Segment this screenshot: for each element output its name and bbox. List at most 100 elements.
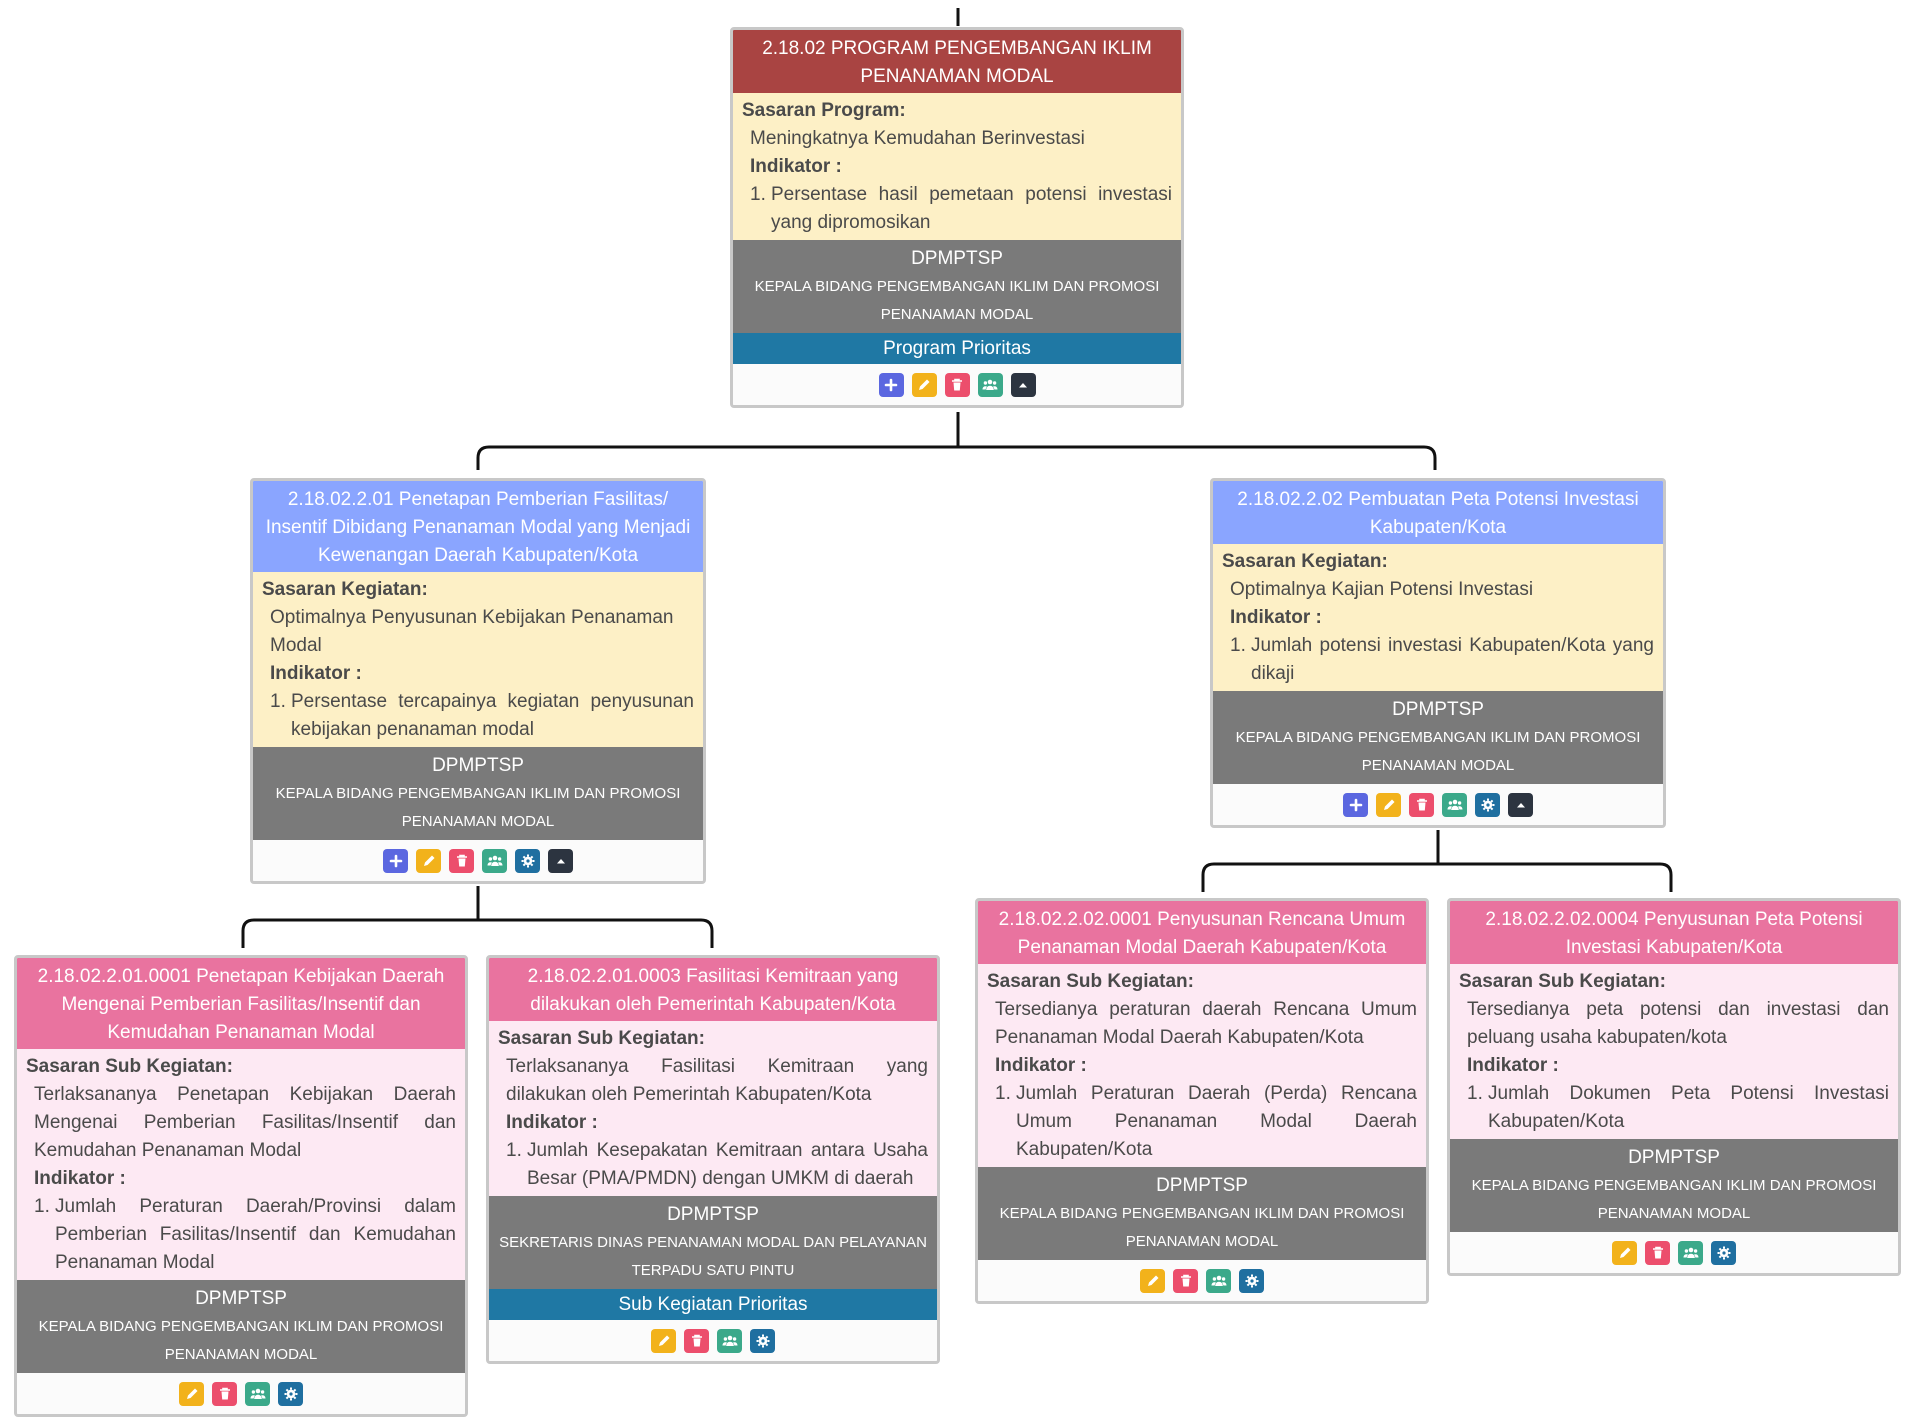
kegiatan-body: Sasaran Kegiatan: Optimalnya Penyusunan … <box>253 572 703 747</box>
org-position: KEPALA BIDANG PENGEMBANGAN IKLIM DAN PRO… <box>1235 729 1641 774</box>
sub-kegiatan-target-label: Sasaran Sub Kegiatan: <box>26 1056 233 1077</box>
sub-kegiatan-target: Terlaksananya Penetapan Kebijakan Daerah… <box>34 1084 456 1161</box>
sub-kegiatan-target: Terlaksananya Fasilitasi Kemitraan yang … <box>506 1056 928 1105</box>
pencil-icon[interactable] <box>1140 1269 1165 1293</box>
users-icon[interactable] <box>717 1329 742 1353</box>
sub-kegiatan-org: DPMPTSP KEPALA BIDANG PENGEMBANGAN IKLIM… <box>1450 1139 1898 1232</box>
sub-kegiatan-node-0101: 2.18.02.2.01.0001 Penetapan Kebijakan Da… <box>14 955 468 1417</box>
program-indicator-item: 1. Persentase hasil pemetaan potensi inv… <box>733 181 1181 237</box>
pencil-icon[interactable] <box>1612 1241 1637 1265</box>
kegiatan-target: Optimalnya Penyusunan Kebijakan Penanama… <box>270 607 674 656</box>
trash-icon[interactable] <box>684 1329 709 1353</box>
indicator-text: Jumlah Dokumen Peta Potensi Investasi Ka… <box>1488 1083 1889 1132</box>
kegiatan-indicator-item: 1. Jumlah potensi investasi Kabupaten/Ko… <box>1213 632 1663 688</box>
sub-kegiatan-org: DPMPTSP SEKRETARIS DINAS PENANAMAN MODAL… <box>489 1196 937 1289</box>
kegiatan-indicator-label: Indikator : <box>270 663 362 684</box>
sub-kegiatan-target: Tersedianya peraturan daerah Rencana Umu… <box>995 999 1417 1048</box>
sub-kegiatan-actions <box>489 1320 937 1361</box>
pencil-icon[interactable] <box>651 1329 676 1353</box>
org-name: DPMPTSP <box>432 755 524 776</box>
org-name: DPMPTSP <box>1628 1147 1720 1168</box>
trash-icon[interactable] <box>449 849 474 873</box>
plus-icon[interactable] <box>878 373 904 397</box>
kegiatan-indicator-label: Indikator : <box>1230 607 1322 628</box>
kegiatan-org: DPMPTSP KEPALA BIDANG PENGEMBANGAN IKLIM… <box>1213 691 1663 784</box>
sub-kegiatan-node-0204: 2.18.02.2.02.0004 Penyusunan Peta Potens… <box>1447 898 1901 1276</box>
trash-icon[interactable] <box>1645 1241 1670 1265</box>
sub-kegiatan-indicator-label: Indikator : <box>506 1112 598 1133</box>
pencil-icon[interactable] <box>911 373 937 397</box>
gear-icon[interactable] <box>515 849 540 873</box>
users-icon[interactable] <box>482 849 507 873</box>
caret-up-icon[interactable] <box>1010 373 1036 397</box>
users-icon[interactable] <box>1206 1269 1231 1293</box>
sub-kegiatan-body: Sasaran Sub Kegiatan: Terlaksananya Fasi… <box>489 1021 937 1196</box>
sub-kegiatan-org: DPMPTSP KEPALA BIDANG PENGEMBANGAN IKLIM… <box>17 1280 465 1373</box>
trash-icon[interactable] <box>212 1382 237 1406</box>
program-target-label: Sasaran Program: <box>742 100 906 121</box>
org-position: KEPALA BIDANG PENGEMBANGAN IKLIM DAN PRO… <box>38 1318 444 1363</box>
indicator-number: 1. <box>750 184 766 205</box>
connector-program-to-kegiatan <box>476 412 1437 470</box>
sub-kegiatan-actions <box>17 1373 465 1414</box>
plus-icon[interactable] <box>1343 793 1368 817</box>
indicator-number: 1. <box>1467 1083 1483 1104</box>
sub-kegiatan-title: 2.18.02.2.01.0001 Penetapan Kebijakan Da… <box>17 958 465 1049</box>
program-title: 2.18.02 PROGRAM PENGEMBANGAN IKLIM PENAN… <box>733 30 1181 93</box>
kegiatan-node-01: 2.18.02.2.01 Penetapan Pemberian Fasilit… <box>250 478 706 884</box>
indicator-number: 1. <box>270 691 286 712</box>
kegiatan-node-02: 2.18.02.2.02 Pembuatan Peta Potensi Inve… <box>1210 478 1666 828</box>
users-icon[interactable] <box>977 373 1003 397</box>
gear-icon[interactable] <box>1711 1241 1736 1265</box>
sub-kegiatan-body: Sasaran Sub Kegiatan: Tersedianya peratu… <box>978 964 1426 1167</box>
sub-kegiatan-target-label: Sasaran Sub Kegiatan: <box>987 971 1194 992</box>
sub-kegiatan-node-0201: 2.18.02.2.02.0001 Penyusunan Rencana Umu… <box>975 898 1429 1304</box>
kegiatan-org: DPMPTSP KEPALA BIDANG PENGEMBANGAN IKLIM… <box>253 747 703 840</box>
trash-icon[interactable] <box>1409 793 1434 817</box>
indicator-text: Jumlah potensi investasi Kabupaten/Kota … <box>1251 635 1654 684</box>
trash-icon[interactable] <box>1173 1269 1198 1293</box>
kegiatan-target: Optimalnya Kajian Potensi Investasi <box>1230 579 1534 600</box>
users-icon[interactable] <box>1442 793 1467 817</box>
org-name: DPMPTSP <box>1392 699 1484 720</box>
indicator-number: 1. <box>34 1196 50 1217</box>
kegiatan-actions <box>253 840 703 881</box>
org-position: KEPALA BIDANG PENGEMBANGAN IKLIM DAN PRO… <box>754 278 1160 323</box>
sub-kegiatan-indicator-item: 1. Jumlah Peraturan Daerah (Perda) Renca… <box>978 1080 1426 1164</box>
users-icon[interactable] <box>1678 1241 1703 1265</box>
sub-kegiatan-actions <box>978 1260 1426 1301</box>
program-node: 2.18.02 PROGRAM PENGEMBANGAN IKLIM PENAN… <box>730 27 1184 408</box>
org-name: DPMPTSP <box>667 1204 759 1225</box>
connector-k02-to-sub <box>1201 830 1673 892</box>
connector-k01-to-sub <box>241 886 714 948</box>
indicator-number: 1. <box>506 1140 522 1161</box>
sub-kegiatan-org: DPMPTSP KEPALA BIDANG PENGEMBANGAN IKLIM… <box>978 1167 1426 1260</box>
kegiatan-body: Sasaran Kegiatan: Optimalnya Kajian Pote… <box>1213 544 1663 691</box>
program-org: DPMPTSP KEPALA BIDANG PENGEMBANGAN IKLIM… <box>733 240 1181 333</box>
gear-icon[interactable] <box>278 1382 303 1406</box>
trash-icon[interactable] <box>944 373 970 397</box>
indicator-text: Persentase tercapainya kegiatan penyusun… <box>291 691 694 740</box>
gear-icon[interactable] <box>1475 793 1500 817</box>
pencil-icon[interactable] <box>1376 793 1401 817</box>
kegiatan-indicator-item: 1. Persentase tercapainya kegiatan penyu… <box>253 688 703 744</box>
users-icon[interactable] <box>245 1382 270 1406</box>
gear-icon[interactable] <box>750 1329 775 1353</box>
caret-up-icon[interactable] <box>548 849 573 873</box>
caret-up-icon[interactable] <box>1508 793 1533 817</box>
pencil-icon[interactable] <box>416 849 441 873</box>
sub-kegiatan-indicator-item: 1. Jumlah Kesepakatan Kemitraan antara U… <box>489 1137 937 1193</box>
sub-kegiatan-target: Tersedianya peta potensi dan investasi d… <box>1467 999 1889 1048</box>
pencil-icon[interactable] <box>179 1382 204 1406</box>
plus-icon[interactable] <box>383 849 408 873</box>
indicator-text: Jumlah Peraturan Daerah/Provinsi dalam P… <box>55 1196 456 1273</box>
kegiatan-target-label: Sasaran Kegiatan: <box>1222 551 1388 572</box>
sub-kegiatan-indicator-label: Indikator : <box>34 1168 126 1189</box>
sub-kegiatan-indicator-item: 1. Jumlah Dokumen Peta Potensi Investasi… <box>1450 1080 1898 1136</box>
sub-kegiatan-target-label: Sasaran Sub Kegiatan: <box>498 1028 705 1049</box>
sub-kegiatan-title: 2.18.02.2.02.0001 Penyusunan Rencana Umu… <box>978 901 1426 964</box>
gear-icon[interactable] <box>1239 1269 1264 1293</box>
org-name: DPMPTSP <box>911 248 1003 269</box>
sub-kegiatan-indicator-label: Indikator : <box>995 1055 1087 1076</box>
